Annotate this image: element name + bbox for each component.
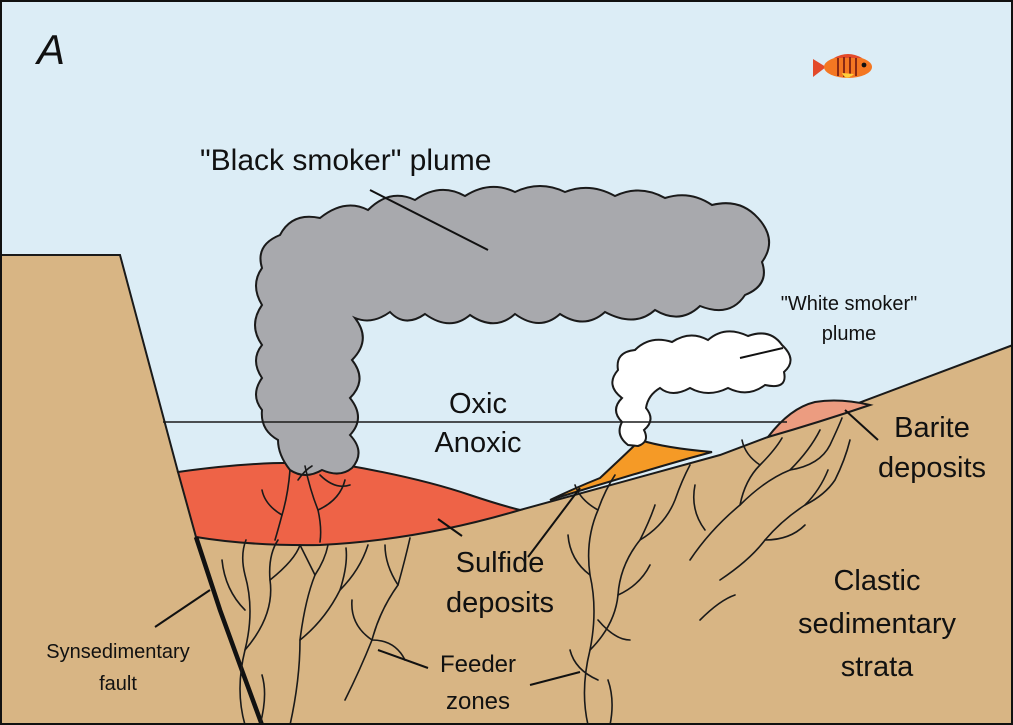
sulfide-label-line1: Sulfide: [456, 547, 545, 579]
fault-label-line1: Synsedimentary: [46, 641, 189, 663]
sulfide-label-line2: deposits: [446, 587, 554, 619]
clastic-label-line3: strata: [841, 651, 914, 683]
barite-label-line2: deposits: [878, 452, 986, 484]
fish-eye: [862, 63, 867, 68]
clastic-label-line1: Clastic: [833, 565, 920, 597]
oxic-label: Oxic: [449, 388, 507, 420]
white-smoker-label-line2: plume: [822, 323, 876, 345]
feeder-label-line2: zones: [446, 688, 510, 715]
feeder-label-line1: Feeder: [440, 651, 516, 678]
clastic-label-line2: sedimentary: [798, 608, 956, 640]
white-smoker-label-line1: "White smoker": [781, 293, 917, 315]
fault-label-line2: fault: [99, 673, 137, 695]
anoxic-label: Anoxic: [434, 427, 521, 459]
panel-letter: A: [34, 26, 65, 73]
black-smoker-label: "Black smoker" plume: [200, 144, 491, 177]
barite-label-line1: Barite: [894, 412, 970, 444]
